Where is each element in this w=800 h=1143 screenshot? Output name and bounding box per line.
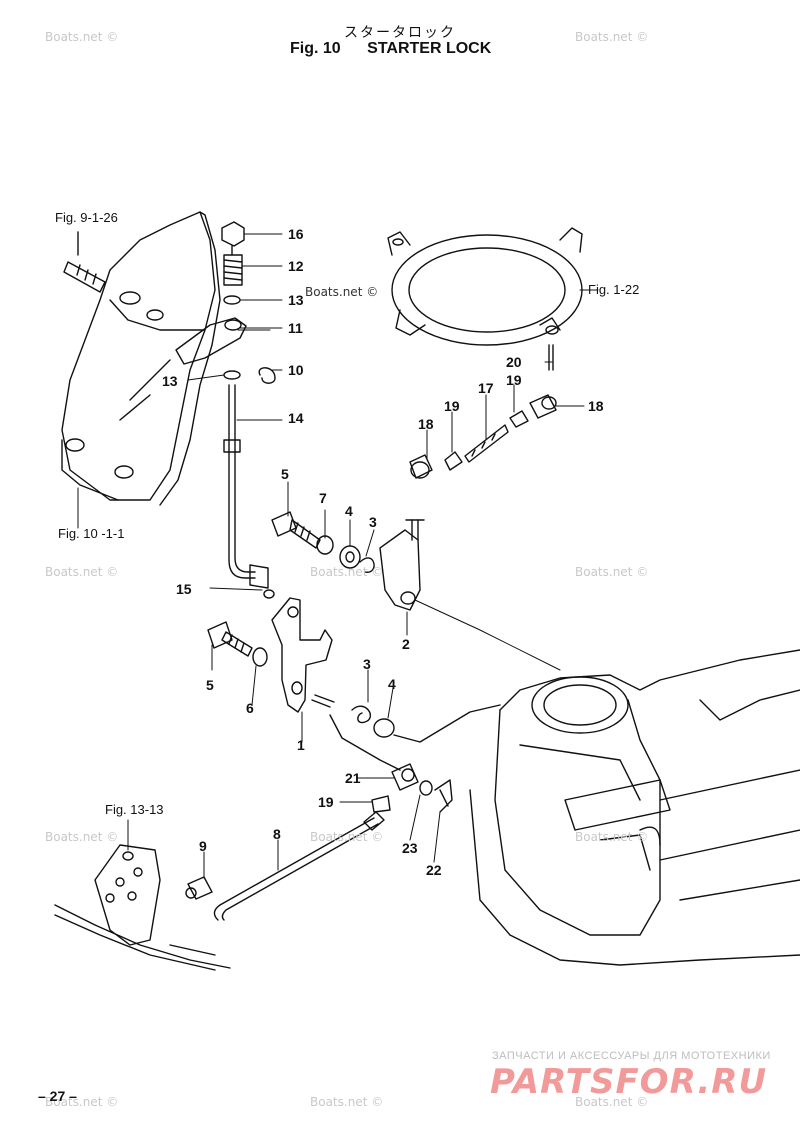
part-label: 11 — [288, 320, 303, 336]
part-label: 19 — [318, 794, 334, 810]
part-label: 18 — [588, 398, 604, 414]
ref-fig-13-13: Fig. 13-13 — [105, 802, 164, 817]
engine-block — [469, 649, 800, 966]
watermark: Boats.net © — [310, 565, 384, 579]
cable — [185, 811, 385, 921]
link-lever-1 — [271, 597, 335, 713]
part-label: 13 — [162, 373, 178, 389]
brand-tagline: ЗАПЧАСТИ И АКСЕССУАРЫ ДЛЯ МОТОТЕХНИКИ — [492, 1050, 771, 1062]
part-label: 15 — [176, 581, 192, 597]
assembly-lines — [237, 329, 561, 671]
page-number: – 27 – — [38, 1088, 77, 1104]
part-label: 17 — [478, 380, 494, 396]
watermark: Boats.net © — [575, 30, 649, 44]
mount-bracket — [61, 211, 221, 506]
pivot-bolt-upper — [271, 511, 375, 573]
label-leaders — [77, 233, 599, 879]
title-japanese: スタータロック — [344, 25, 456, 41]
figure-number: Fig. 10 — [290, 40, 341, 57]
watermark: Boats.net © — [45, 830, 119, 844]
part-label: 19 — [506, 372, 522, 388]
watermark: Boats.net © — [575, 565, 649, 579]
ref-fig-9-1-26: Fig. 9-1-26 — [55, 210, 118, 225]
part-label: 5 — [281, 466, 289, 482]
part-label: 13 — [288, 292, 304, 308]
part-label: 18 — [418, 416, 434, 432]
watermark: Boats.net © — [310, 1095, 384, 1109]
part-label: 10 — [288, 362, 304, 378]
knob-stack — [221, 221, 245, 305]
part-label: 4 — [345, 503, 353, 519]
lower-bracket — [54, 844, 231, 971]
part-label: 2 — [402, 636, 410, 652]
ref-fig-1-22: Fig. 1-22 — [588, 282, 640, 297]
watermark: Boats.net © — [45, 1095, 119, 1109]
joint-assembly — [371, 763, 453, 813]
part-label: 21 — [345, 770, 361, 786]
part-label: 20 — [506, 354, 522, 370]
part-label: 16 — [288, 226, 304, 242]
part-label: 22 — [426, 862, 442, 878]
figure-title: Fig. 10 STARTER LOCK — [290, 40, 491, 58]
watermark: Boats.net © — [310, 830, 384, 844]
part-label: 4 — [388, 676, 396, 692]
watermark: Boats.net © — [575, 1095, 649, 1109]
part-label: 3 — [363, 656, 371, 672]
part-label: 14 — [288, 410, 304, 426]
part-label: 7 — [319, 490, 327, 506]
turnbuckle — [409, 394, 557, 479]
lock-rod — [223, 384, 275, 599]
watermark: Boats.net © — [305, 285, 379, 299]
part-label: 12 — [288, 258, 304, 274]
bolt-ref-9-1-26 — [63, 231, 106, 293]
ref-fig-10-1-1: Fig. 10 -1-1 — [58, 526, 125, 541]
watermark: Boats.net © — [45, 565, 119, 579]
part-label: 1 — [297, 737, 305, 753]
part-label: 19 — [444, 398, 460, 414]
pivot-bolt-lower — [207, 621, 268, 667]
brand-logo: PARTSFOR.RU — [490, 1062, 768, 1102]
clip-washer-lower — [329, 704, 501, 771]
part-label: 8 — [273, 826, 281, 842]
part-label: 5 — [206, 677, 214, 693]
part-label: 6 — [246, 700, 254, 716]
link-lever-2 — [379, 519, 425, 611]
part-label: 3 — [369, 514, 377, 530]
part-label: 23 — [402, 840, 418, 856]
starter-housing-ring — [387, 227, 583, 371]
figure-name: STARTER LOCK — [367, 40, 492, 57]
part-label: 9 — [199, 838, 207, 854]
watermark: Boats.net © — [575, 830, 649, 844]
watermark: Boats.net © — [45, 30, 119, 44]
